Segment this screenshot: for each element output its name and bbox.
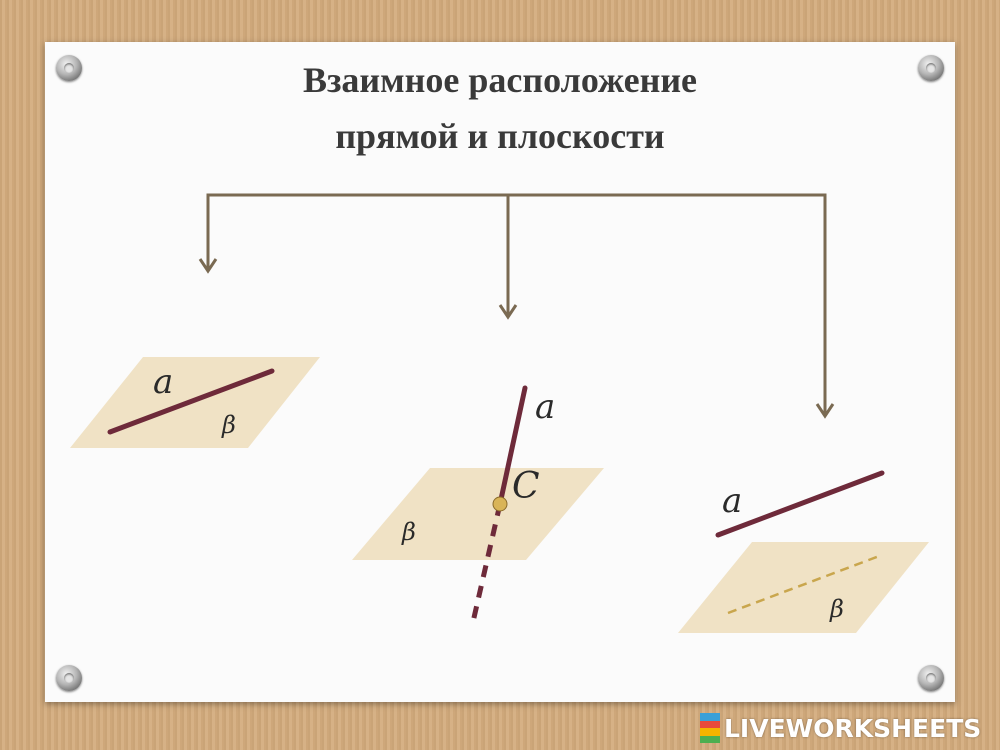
- liveworksheets-logo-icon: [700, 713, 720, 743]
- grommet-icon: [56, 55, 82, 81]
- arrow-head-left: [198, 258, 218, 274]
- connector-arrows: [198, 193, 835, 419]
- arrow-head-right: [815, 403, 835, 419]
- page-title: Взаимное расположение прямой и плоскости: [45, 52, 955, 164]
- line-label-a: a: [535, 387, 555, 427]
- grommet-icon: [918, 55, 944, 81]
- liveworksheets-watermark: LIVEWORKSHEETS: [700, 710, 981, 746]
- connector-bar: [206, 193, 827, 415]
- plane-beta: [352, 468, 604, 560]
- arrow-head-middle: [498, 304, 518, 320]
- case-line-intersects-plane: a C β: [352, 385, 604, 623]
- plane-beta: [678, 542, 929, 633]
- case-line-in-plane: a β: [70, 357, 320, 448]
- plane-label-beta: β: [401, 518, 416, 546]
- watermark-text: LIVEWORKSHEETS: [724, 713, 982, 743]
- grommet-icon: [918, 665, 944, 691]
- line-label-a: a: [722, 481, 742, 521]
- projection-line-dashed: [727, 553, 883, 615]
- grommet-icon: [56, 665, 82, 691]
- case-line-parallel-plane: a β: [678, 470, 929, 633]
- line-a: [715, 470, 885, 538]
- point-label-c: C: [512, 466, 540, 507]
- title-line-2: прямой и плоскости: [335, 116, 665, 156]
- intersection-point-c: [492, 496, 508, 512]
- plane-label-beta: β: [221, 411, 236, 439]
- line-a-upper: [497, 385, 528, 507]
- title-line-1: Взаимное расположение: [302, 60, 698, 100]
- line-a: [107, 368, 275, 435]
- line-label-a: a: [153, 362, 173, 402]
- plane-label-beta: β: [829, 595, 844, 623]
